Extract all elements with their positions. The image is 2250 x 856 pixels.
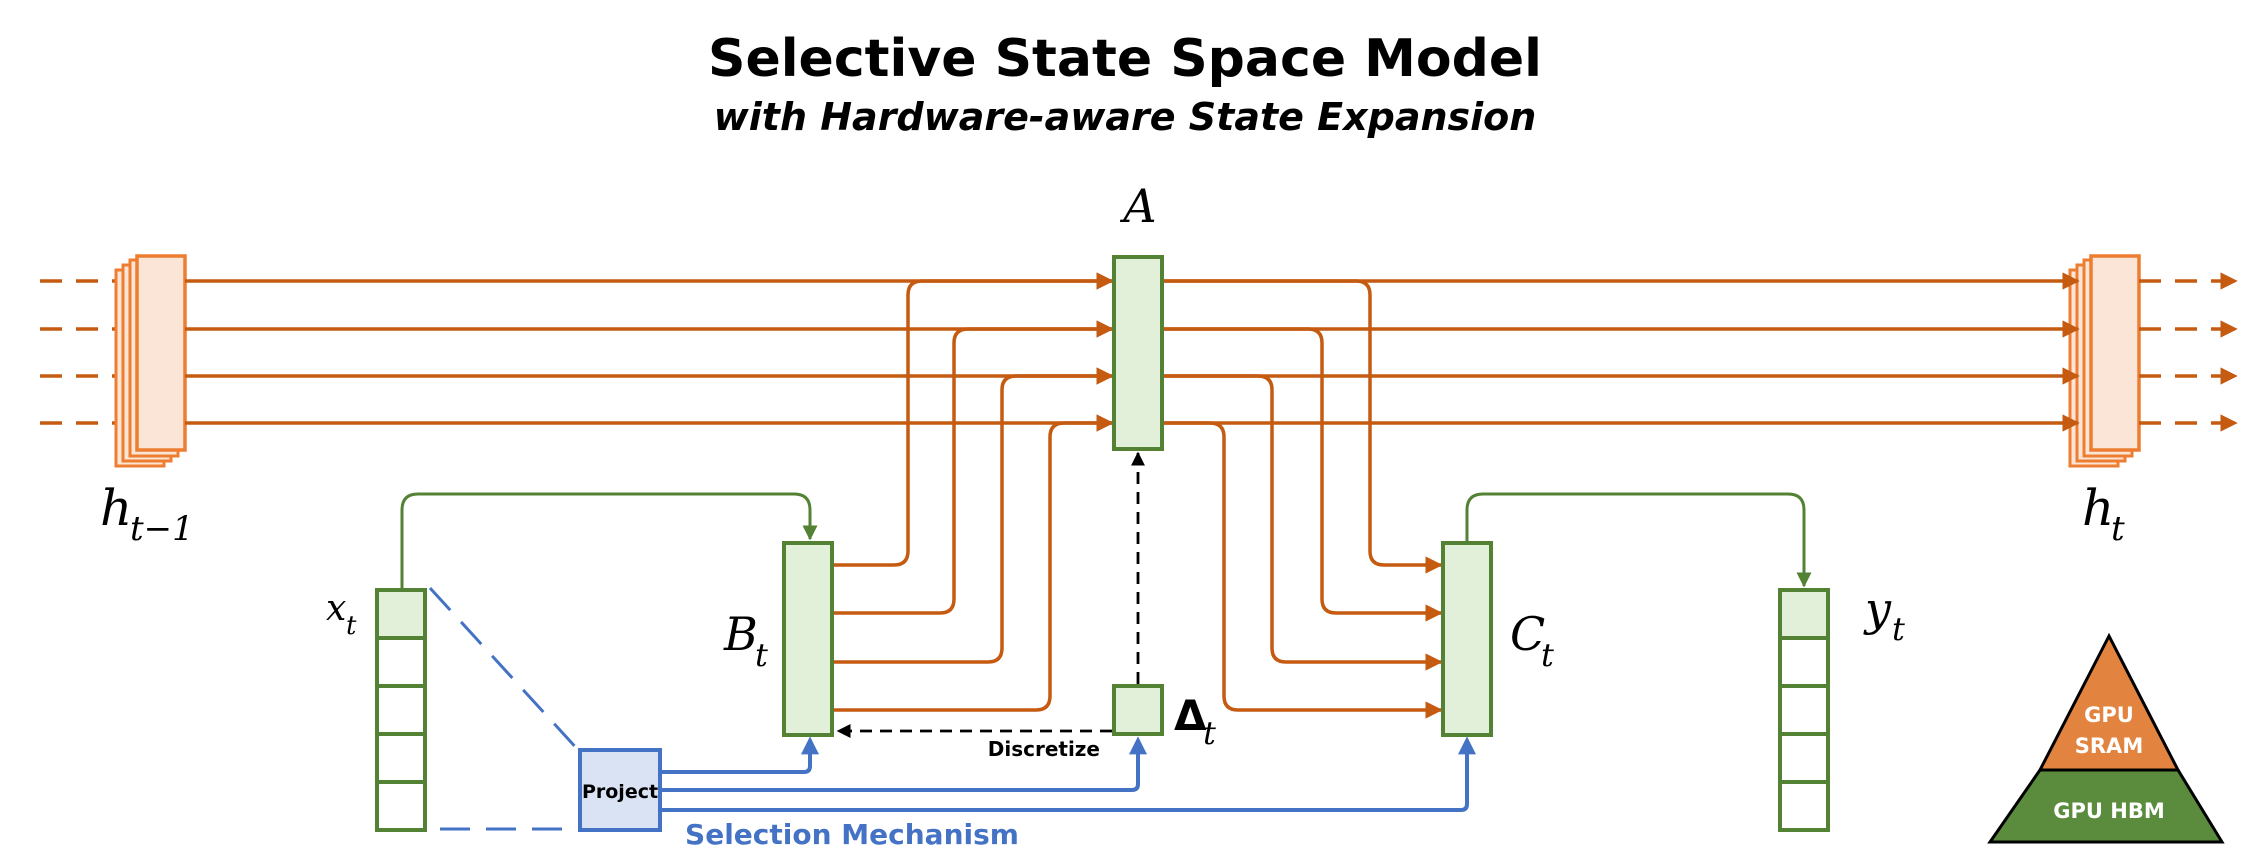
gpu-hbm-label: GPU HBM	[2053, 799, 2164, 823]
outgoing-state-lines	[2139, 272, 2238, 432]
svg-text:t: t	[755, 636, 768, 674]
state-h-prev-stack	[114, 254, 187, 468]
svg-text:C: C	[1510, 607, 1545, 661]
delta-box	[1112, 684, 1164, 736]
y-vector	[1778, 588, 1830, 832]
svg-text:h: h	[100, 479, 132, 537]
state-flow-lines	[185, 272, 2080, 432]
projection-dashed-lines	[428, 586, 582, 831]
svg-text:B: B	[723, 607, 758, 661]
svg-text:t: t	[1892, 610, 1905, 648]
svg-text:t: t	[1203, 714, 1216, 752]
delta-label: Δ t	[1174, 691, 1216, 752]
green-flow-arrows	[400, 492, 1812, 588]
svg-text:h: h	[2082, 479, 2114, 537]
svg-text:t: t	[346, 611, 357, 641]
diagram-title: Selective State Space Model	[708, 29, 1542, 89]
discretize-arrows	[836, 451, 1145, 738]
hardware-pyramid: GPU SRAM GPU HBM	[1987, 632, 2225, 844]
project-box	[578, 748, 662, 832]
svg-text:t: t	[1541, 636, 1554, 674]
y-label: y t	[1863, 582, 1905, 648]
svg-text:Δ: Δ	[1174, 691, 1207, 740]
c-label: C t	[1510, 607, 1554, 674]
h-prev-label: h t−1	[100, 479, 194, 549]
discretize-label: Discretize	[988, 737, 1100, 761]
gpu-sram-label-line2: SRAM	[2075, 734, 2143, 758]
svg-text:x: x	[326, 588, 346, 629]
b-matrix-box	[782, 541, 834, 737]
selection-mechanism-label: Selection Mechanism	[685, 818, 1019, 851]
a-label: A	[1119, 179, 1156, 233]
diagram-subtitle: with Hardware-aware State Expansion	[714, 95, 1537, 139]
b-to-a-lines	[833, 272, 1114, 712]
svg-text:t−1: t−1	[130, 509, 194, 549]
project-label: Project	[582, 781, 658, 803]
a-to-c-lines	[1163, 279, 1443, 719]
c-matrix-box	[1441, 541, 1493, 737]
gpu-sram-label-line1: GPU	[2084, 703, 2134, 727]
x-label: x t	[326, 588, 357, 641]
state-h-next-stack	[2068, 254, 2141, 468]
selection-arrows	[662, 736, 1476, 812]
h-next-label: h t	[2082, 479, 2125, 549]
b-label: B t	[723, 607, 768, 674]
x-vector	[375, 588, 427, 832]
a-matrix-box	[1112, 255, 1164, 451]
svg-text:y: y	[1863, 582, 1892, 636]
svg-text:t: t	[2111, 509, 2125, 549]
